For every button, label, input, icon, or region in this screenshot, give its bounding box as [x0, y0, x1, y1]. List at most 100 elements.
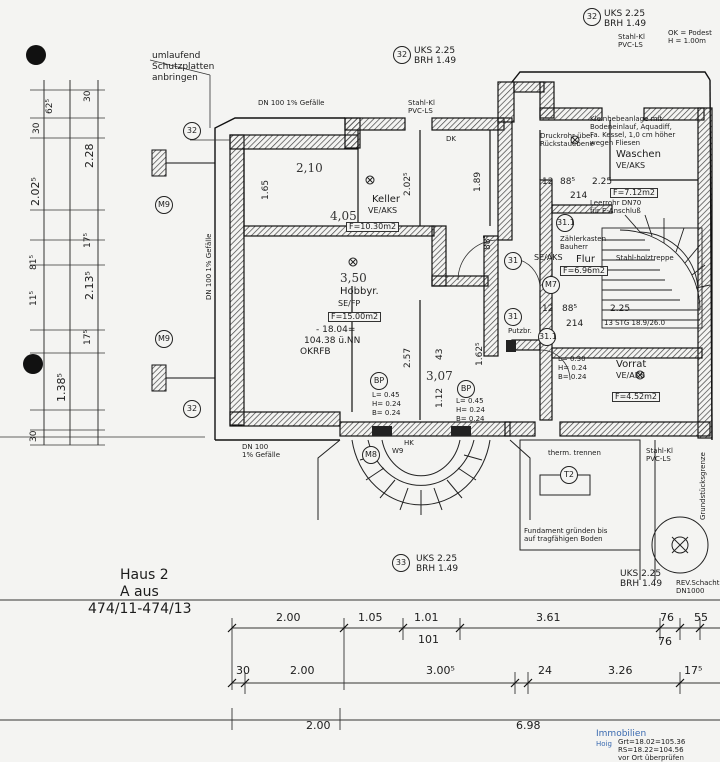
- bottom-dim-2: 24: [538, 664, 552, 677]
- room-finish-flur: SE/AKS: [534, 253, 563, 262]
- door-ref-circle: 31.1: [538, 328, 557, 346]
- room-name-keller: Keller: [372, 194, 401, 205]
- bottom-dim: 2.00: [276, 611, 301, 624]
- dk-label: DK: [446, 135, 456, 143]
- right-exterior: [519, 439, 709, 580]
- dim-inside: 88⁵: [483, 234, 493, 250]
- room-finish-vorrat: VE/AKS: [616, 371, 646, 380]
- pillar-h-2: H= 0.24: [456, 406, 485, 414]
- left-dim: 81⁵: [29, 254, 39, 270]
- room-name-vorrat: Vorrat: [616, 359, 647, 370]
- door-ref-circle: 31: [504, 308, 522, 326]
- bottom-dim-3: 2.00: [306, 719, 331, 732]
- punch-hole-top: [26, 45, 46, 65]
- property-line-label: Grundstücksgrenze: [699, 452, 707, 520]
- room-name-hobby: Hobbyr.: [340, 286, 379, 297]
- dim-inside: 214: [570, 191, 588, 201]
- wall-bricks: [372, 340, 516, 436]
- stair-spiral: [601, 214, 711, 329]
- building-outline: [214, 71, 713, 441]
- drain-label-left: DN 100 1% Gefälle: [205, 233, 213, 300]
- drain-label-bottom-1: DN 100: [242, 443, 269, 451]
- uks-top-2: BRH 1.49: [414, 56, 457, 66]
- note-protection-1: umlaufend: [152, 51, 201, 61]
- dim-inside: 88⁵: [560, 177, 576, 187]
- partition-lines: [243, 120, 698, 420]
- drain-label-bottom-2: 1% Gefälle: [242, 451, 281, 459]
- bottom-dim-2: 3.26: [608, 664, 633, 677]
- window-ref-circle: M9: [155, 196, 173, 214]
- stair-type: Stahl-holztreppe: [616, 254, 674, 262]
- drain-note-2: Rückstauebene: [540, 140, 594, 148]
- door-ref-circle: 31: [504, 252, 522, 270]
- dim-inside: 1.12: [435, 387, 445, 408]
- window-tag-2: PVC-LS: [618, 41, 643, 49]
- heating-note-4: wegen Fliesen: [590, 139, 641, 147]
- left-dim: 2.28: [83, 143, 96, 169]
- pillar-b-3: B= 0.24: [558, 373, 587, 381]
- bottom-dim: 1.05: [358, 611, 383, 624]
- window-tag-1: Stahl-Kl: [618, 33, 645, 41]
- uks-top-1: UKS 2.25: [414, 46, 456, 56]
- podest-note-1: OK = Podest: [668, 29, 712, 37]
- pillar-l-1: L= 0.45: [372, 391, 400, 399]
- revision-2: DN1000: [676, 587, 705, 595]
- left-dim: 30: [29, 430, 39, 442]
- heating-note-2: Bodeneinlauf, Aquadiff,: [590, 123, 672, 131]
- door-ref-circle: M7: [542, 276, 560, 294]
- uks-lowright-2: BRH 1.49: [620, 579, 663, 589]
- window-tag2-2: PVC-LS: [408, 107, 433, 115]
- bottom-dim: 55: [694, 611, 708, 624]
- pillar-ref-circle: BP: [370, 372, 388, 390]
- level-okrfb: OKRFB: [300, 347, 331, 357]
- uks-bottom-1: UKS 2.25: [416, 554, 458, 564]
- meter-note-1: Zählerkasten: [560, 235, 607, 243]
- drain-note-1: Druckrohr über: [540, 132, 594, 140]
- footer-small-2: RS=18.22=104.56: [618, 746, 684, 754]
- left-dim: 2.02⁵: [29, 177, 42, 206]
- level-main: - 18.04=: [316, 325, 356, 335]
- pillar-ref-circle: BP: [457, 380, 475, 398]
- dim-inside: 2.57: [403, 347, 413, 368]
- uks-bottom-2: BRH 1.49: [416, 564, 459, 574]
- pillar-b-1: B= 0.24: [372, 409, 401, 417]
- pillar-h-1: H= 0.24: [372, 400, 401, 408]
- left-dim: 2.13⁵: [83, 271, 96, 300]
- window-ref-circle: 32: [393, 46, 411, 64]
- dim-inside: 2.25: [610, 304, 631, 314]
- window-tag3-1: Stahl-Kl: [646, 447, 673, 455]
- window-tag2-1: Stahl-Kl: [408, 99, 435, 107]
- bottom-dim-3: 6.98: [516, 719, 541, 732]
- footer-small-1: Grt=18.02=105.36: [618, 738, 686, 746]
- window-tag3-2: PVC-LS: [646, 455, 671, 463]
- room-area-waschen: F=7.12m2: [610, 188, 658, 198]
- room-area-flur: F=6.96m2: [560, 266, 608, 276]
- window-ref-circle: 32: [583, 8, 601, 26]
- putz-label: Putzbr.: [508, 327, 532, 335]
- parcel-numbers: 474/11-474/13: [88, 601, 192, 617]
- bottom-dim-2: 2.00: [290, 664, 315, 677]
- room-area-keller: F=10.30m2: [346, 222, 400, 232]
- note-protection-2: Schutzplatten: [152, 62, 215, 72]
- door-ref-circle: M8: [362, 446, 380, 464]
- heating-note-1: Kleinhebeanlage mit: [590, 115, 663, 123]
- pillar-l-2: L= 0.45: [456, 397, 484, 405]
- footer-small-3: vor Ort überprüfen: [618, 754, 684, 762]
- w9-label: W9: [392, 447, 404, 455]
- outer-walls: [229, 81, 713, 439]
- room-finish-waschen: VE/AKS: [616, 161, 646, 170]
- dim-handwritten-2: 4,05: [330, 209, 357, 223]
- punch-hole-bottom: [23, 354, 43, 374]
- watermark-sub: Hoig: [596, 740, 612, 748]
- left-dim: 1.38⁵: [55, 373, 68, 402]
- left-light-wells: [151, 149, 167, 392]
- pillar-b-2: B= 0.24: [456, 415, 485, 423]
- window-ref-circle: M9: [155, 330, 173, 348]
- pillar-l-3: L= 0.30: [558, 355, 586, 363]
- door-ref-circle: 31.1: [556, 214, 575, 232]
- left-dim: 62⁵: [45, 98, 55, 114]
- ceiling-lights: [348, 135, 645, 380]
- bottom-dim-2: 30: [236, 664, 250, 677]
